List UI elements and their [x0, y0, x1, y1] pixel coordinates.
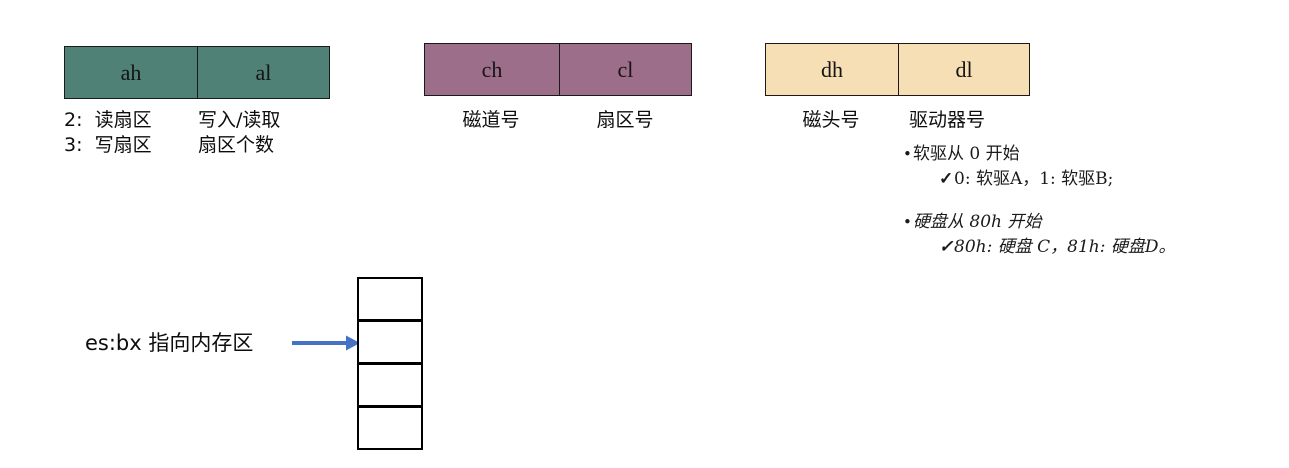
ch-label: ch — [481, 56, 503, 82]
memory-cell — [357, 277, 423, 320]
es-bx-pointer-label: es:bx 指向内存区 — [85, 331, 254, 355]
ah-register-cell: ah — [65, 47, 197, 98]
drive-number-notes: 软驱从 0 开始 0: 软驱A，1: 软驱B; 硬盘从 80h 开始 80h: … — [903, 142, 1289, 260]
memory-cell — [357, 363, 423, 406]
dl-register-cell: dl — [898, 44, 1029, 95]
dh-caption-line-1: 磁头号 — [802, 109, 860, 131]
ax-register-box: ah al — [64, 46, 330, 99]
ax-caption-row: 2: 读扇区 3: 写扇区 写入/读取 扇区个数 — [64, 108, 338, 158]
al-label: al — [255, 59, 272, 85]
ch-caption-line-1: 磁道号 — [462, 109, 520, 131]
ah-label: ah — [120, 59, 142, 85]
dx-caption-row: 磁头号 驱动器号 — [765, 108, 1042, 133]
dh-register-cell: dh — [766, 44, 898, 95]
note-detail-harddisk: 80h: 硬盘 C，81h: 硬盘D。 — [903, 234, 1289, 260]
note-group-harddisk: 硬盘从 80h 开始 80h: 硬盘 C，81h: 硬盘D。 — [903, 210, 1289, 260]
pointer-arrow-icon — [292, 335, 360, 351]
ah-caption-line-1: 2: 读扇区 — [64, 109, 152, 131]
al-register-cell: al — [197, 47, 329, 98]
note-bullet-harddisk: 硬盘从 80h 开始 — [903, 210, 1289, 234]
dl-caption-line-1: 驱动器号 — [909, 109, 986, 131]
note-group-floppy: 软驱从 0 开始 0: 软驱A，1: 软驱B; — [903, 142, 1289, 192]
al-caption-line-2: 扇区个数 — [198, 134, 275, 156]
dx-register-box: dh dl — [765, 43, 1030, 96]
cl-caption-line-1: 扇区号 — [596, 109, 654, 131]
ch-caption: 磁道号 — [424, 108, 558, 133]
ch-register-cell: ch — [425, 44, 559, 95]
memory-cell — [357, 320, 423, 363]
cx-caption-row: 磁道号 扇区号 — [424, 108, 692, 133]
dl-label: dl — [955, 56, 973, 82]
cx-register-box: ch cl — [424, 43, 692, 96]
dl-caption: 驱动器号 — [897, 108, 1042, 133]
cl-register-cell: cl — [559, 44, 691, 95]
cl-caption: 扇区号 — [558, 108, 692, 133]
memory-buffer-stack — [357, 277, 423, 450]
memory-cell — [357, 406, 423, 450]
al-caption-line-1: 写入/读取 — [198, 109, 281, 131]
dh-caption: 磁头号 — [765, 108, 897, 133]
al-caption: 写入/读取 扇区个数 — [190, 108, 338, 158]
cl-label: cl — [617, 56, 634, 82]
ah-caption: 2: 读扇区 3: 写扇区 — [64, 108, 190, 158]
note-bullet-floppy: 软驱从 0 开始 — [903, 142, 1289, 166]
note-detail-floppy: 0: 软驱A，1: 软驱B; — [903, 166, 1289, 192]
dh-label: dh — [821, 56, 843, 82]
ah-caption-line-2: 3: 写扇区 — [64, 134, 152, 156]
